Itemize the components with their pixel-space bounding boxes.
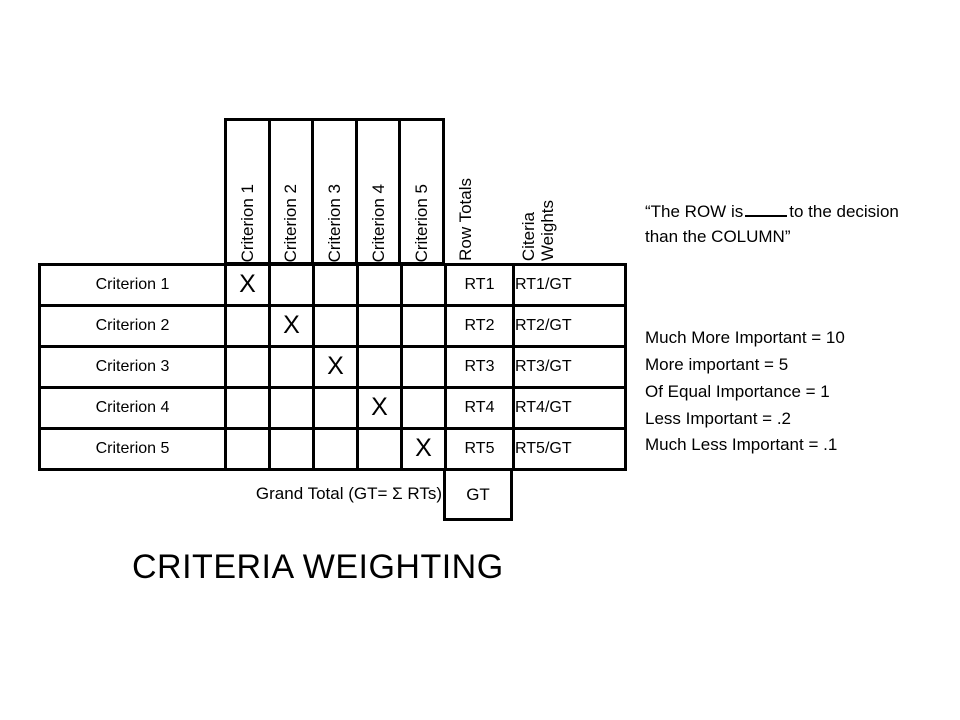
matrix-cell-r2c2[interactable]: X — [268, 304, 315, 348]
matrix-column-header-box: Criterion 1 Criterion 2 Criterion 3 Crit… — [224, 118, 445, 265]
column-header-criterion-5: Criterion 5 — [401, 121, 442, 262]
x-mark: X — [327, 351, 344, 380]
matrix-cell-r1c2[interactable] — [268, 263, 315, 307]
x-mark: X — [415, 433, 432, 462]
row-total-value: RT1 — [444, 263, 515, 307]
legend-item: Much More Important = 10 — [645, 328, 845, 347]
column-header-criterion-2: Criterion 2 — [271, 121, 315, 262]
row-label: Criterion 5 — [38, 427, 227, 471]
row-label: Criterion 4 — [38, 386, 227, 430]
column-header-criterion-1: Criterion 1 — [227, 121, 271, 262]
matrix-cell-r5c1[interactable] — [224, 427, 271, 471]
x-mark: X — [239, 269, 256, 298]
column-header-criterion-3: Criterion 3 — [314, 121, 358, 262]
criteria-weights-header-line1: Citeria — [519, 211, 538, 261]
row-label: Criterion 2 — [38, 304, 227, 348]
table-row: Criterion 1 X RT1 RT1/GT — [38, 263, 627, 307]
table-row: Criterion 5 X RT5 RT5/GT — [38, 427, 627, 471]
legend-item: Of Equal Importance = 1 — [645, 381, 830, 401]
x-mark: X — [283, 310, 300, 339]
row-total-value: RT2 — [444, 304, 515, 348]
row-label: Criterion 1 — [38, 263, 227, 307]
row-totals-header: Row Totals — [456, 128, 475, 261]
criteria-weight-value: RT4/GT — [512, 386, 627, 430]
row-total-value: RT4 — [444, 386, 515, 430]
column-header-label: Criterion 1 — [237, 183, 257, 262]
matrix-cell-r2c5[interactable] — [400, 304, 447, 348]
column-header-label: Criterion 3 — [324, 183, 344, 262]
matrix-cell-r3c4[interactable] — [356, 345, 403, 389]
matrix-cell-r4c4[interactable]: X — [356, 386, 403, 430]
matrix-cell-r1c5[interactable] — [400, 263, 447, 307]
matrix-cell-r3c3[interactable]: X — [312, 345, 359, 389]
legend-item: Much Less Important = .1 — [645, 435, 838, 455]
matrix-cell-r3c5[interactable] — [400, 345, 447, 389]
criteria-weights-header: Citeria Weights — [519, 128, 558, 261]
quote-part-1: “The ROW is — [645, 202, 744, 221]
matrix-cell-r4c1[interactable] — [224, 386, 271, 430]
row-total-value: RT3 — [444, 345, 515, 389]
grand-total-value: GT — [466, 484, 490, 504]
matrix-cell-r1c4[interactable] — [356, 263, 403, 307]
matrix-cell-r5c4[interactable] — [356, 427, 403, 471]
matrix-cell-r2c1[interactable] — [224, 304, 271, 348]
quote-part-2: to the decision than the COLUMN” — [645, 202, 899, 246]
criteria-weighting-matrix: Criterion 1 X RT1 RT1/GT Criterion 2 X R… — [38, 263, 627, 471]
row-total-value: RT5 — [444, 427, 515, 471]
table-row: Criterion 4 X RT4 RT4/GT — [38, 386, 627, 430]
matrix-cell-r5c2[interactable] — [268, 427, 315, 471]
matrix-cell-r4c3[interactable] — [312, 386, 359, 430]
criteria-weight-value: RT2/GT — [512, 304, 627, 348]
legend-item: More important = 5 — [645, 354, 789, 374]
column-header-criterion-4: Criterion 4 — [358, 121, 402, 262]
matrix-cell-r5c5[interactable]: X — [400, 427, 447, 471]
matrix-cell-r4c5[interactable] — [400, 386, 447, 430]
matrix-cell-r4c2[interactable] — [268, 386, 315, 430]
criteria-weight-value: RT1/GT — [512, 263, 627, 307]
importance-scale-legend: Much More Important = 10 More important … — [645, 325, 935, 459]
criteria-weight-value: RT3/GT — [512, 345, 627, 389]
table-row: Criterion 2 X RT2 RT2/GT — [38, 304, 627, 348]
blank-underscore — [745, 201, 788, 217]
criteria-weights-header-line2: Weights — [538, 199, 557, 261]
criteria-weight-value: RT5/GT — [512, 427, 627, 471]
matrix-cell-r2c4[interactable] — [356, 304, 403, 348]
matrix-cell-r5c3[interactable] — [312, 427, 359, 471]
matrix-cell-r1c3[interactable] — [312, 263, 359, 307]
grand-total-box: GT — [443, 468, 513, 521]
column-header-label: Criterion 4 — [368, 183, 388, 262]
grand-total-label: Grand Total (GT= Σ RTs) — [255, 484, 442, 503]
x-mark: X — [371, 392, 388, 421]
matrix-cell-r1c1[interactable]: X — [224, 263, 271, 307]
matrix-cell-r2c3[interactable] — [312, 304, 359, 348]
legend-item: Less Important = .2 — [645, 408, 791, 428]
column-header-label: Criterion 5 — [412, 183, 432, 262]
table-row: Criterion 3 X RT3 RT3/GT — [38, 345, 627, 389]
column-header-label: Criterion 2 — [281, 183, 301, 262]
page-title: CRITERIA WEIGHTING — [132, 548, 504, 586]
row-totals-header-label: Row Totals — [456, 178, 475, 261]
matrix-cell-r3c1[interactable] — [224, 345, 271, 389]
row-label: Criterion 3 — [38, 345, 227, 389]
matrix-cell-r3c2[interactable] — [268, 345, 315, 389]
